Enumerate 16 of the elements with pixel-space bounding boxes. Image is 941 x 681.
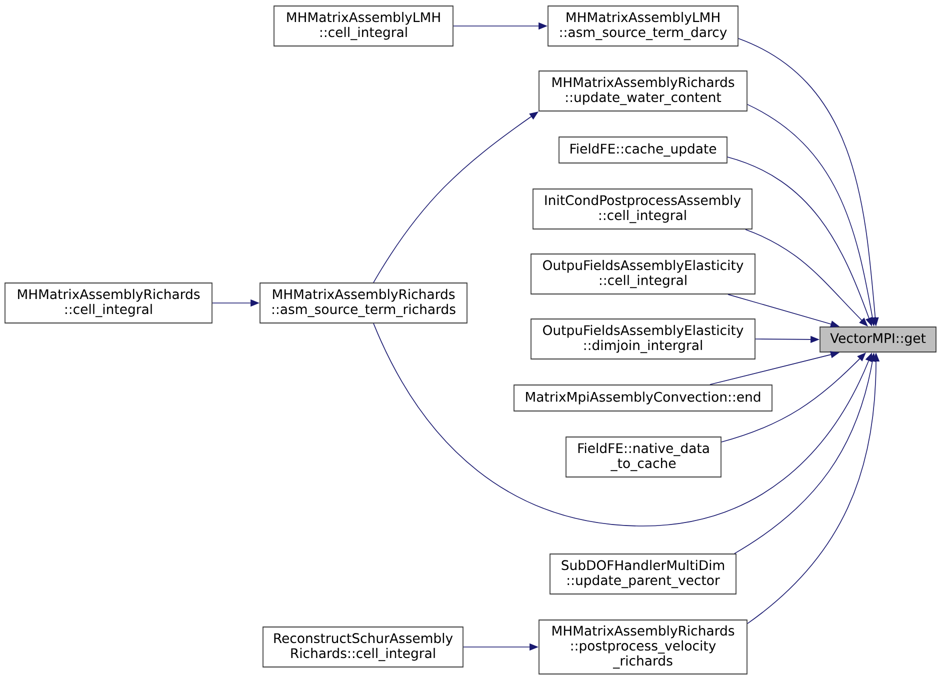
function-box: MHMatrixAssemblyLMH ::asm_source_term_darcy xyxy=(548,6,738,46)
function-box: MHMatrixAssemblyRichards ::postprocess_velocity _richards xyxy=(538,620,748,674)
function-box: SubDOFHandlerMultiDim ::update_parent_vector xyxy=(550,554,736,594)
function-box: OutpuFieldsAssemblyElasticity ::cell_integral xyxy=(530,254,756,294)
function-box: FieldFE::native_data _to_cache xyxy=(566,436,722,478)
function-box: InitCondPostprocessAssembly ::cell_integral xyxy=(532,188,752,230)
function-box: ReconstructSchurAssembly Richards::cell_integral xyxy=(262,626,464,668)
function-box: MHMatrixAssemblyRichards ::cell_integral xyxy=(4,282,212,324)
function-box: MHMatrixAssemblyRichards ::update_water_content xyxy=(538,70,748,112)
function-box: MHMatrixAssemblyLMH ::cell_integral xyxy=(274,6,454,46)
function-box: OutpuFieldsAssemblyElasticity ::dimjoin_intergral xyxy=(530,318,756,360)
function-box: FieldFE::cache_update xyxy=(558,136,728,164)
function-box: MHMatrixAssemblyRichards ::asm_source_term_richards xyxy=(260,282,468,324)
function-box: MatrixMpiAssemblyConvection::end xyxy=(514,384,772,412)
arrow xyxy=(373,323,872,526)
function-box: VectorMPI::get xyxy=(820,326,936,352)
